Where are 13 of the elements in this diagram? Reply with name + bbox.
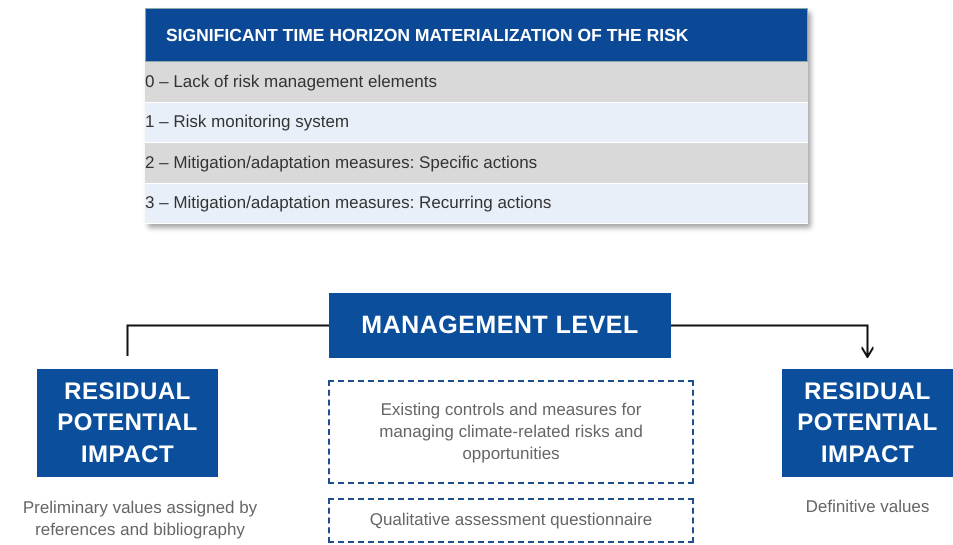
- heading-box: MANAGEMENT LEVEL: [329, 293, 671, 358]
- node-caption: Preliminary values assigned by references and bibliography: [22, 497, 258, 542]
- connector-arrow: [671, 324, 874, 358]
- impact-box: RESIDUAL POTENTIAL IMPACT: [37, 369, 218, 477]
- impact-box: RESIDUAL POTENTIAL IMPACT: [782, 369, 953, 477]
- table-header: SIGNIFICANT TIME HORIZON MATERIALIZATION OF THE RISK: [145, 8, 808, 62]
- table-row: 3 – Mitigation/adaptation measures: Recurring actions: [145, 184, 808, 224]
- table-row: 2 – Mitigation/adaptation measures: Specific actions: [145, 143, 808, 184]
- dashed-box: Existing controls and measures for managing climate-related risks and opportunities: [328, 380, 694, 484]
- table-row: 0 – Lack of risk management elements: [145, 62, 808, 102]
- node-caption: Definitive values: [804, 496, 930, 518]
- table-row: 1 – Risk monitoring system: [145, 102, 808, 143]
- dashed-box: Qualitative assessment questionnaire: [328, 498, 694, 543]
